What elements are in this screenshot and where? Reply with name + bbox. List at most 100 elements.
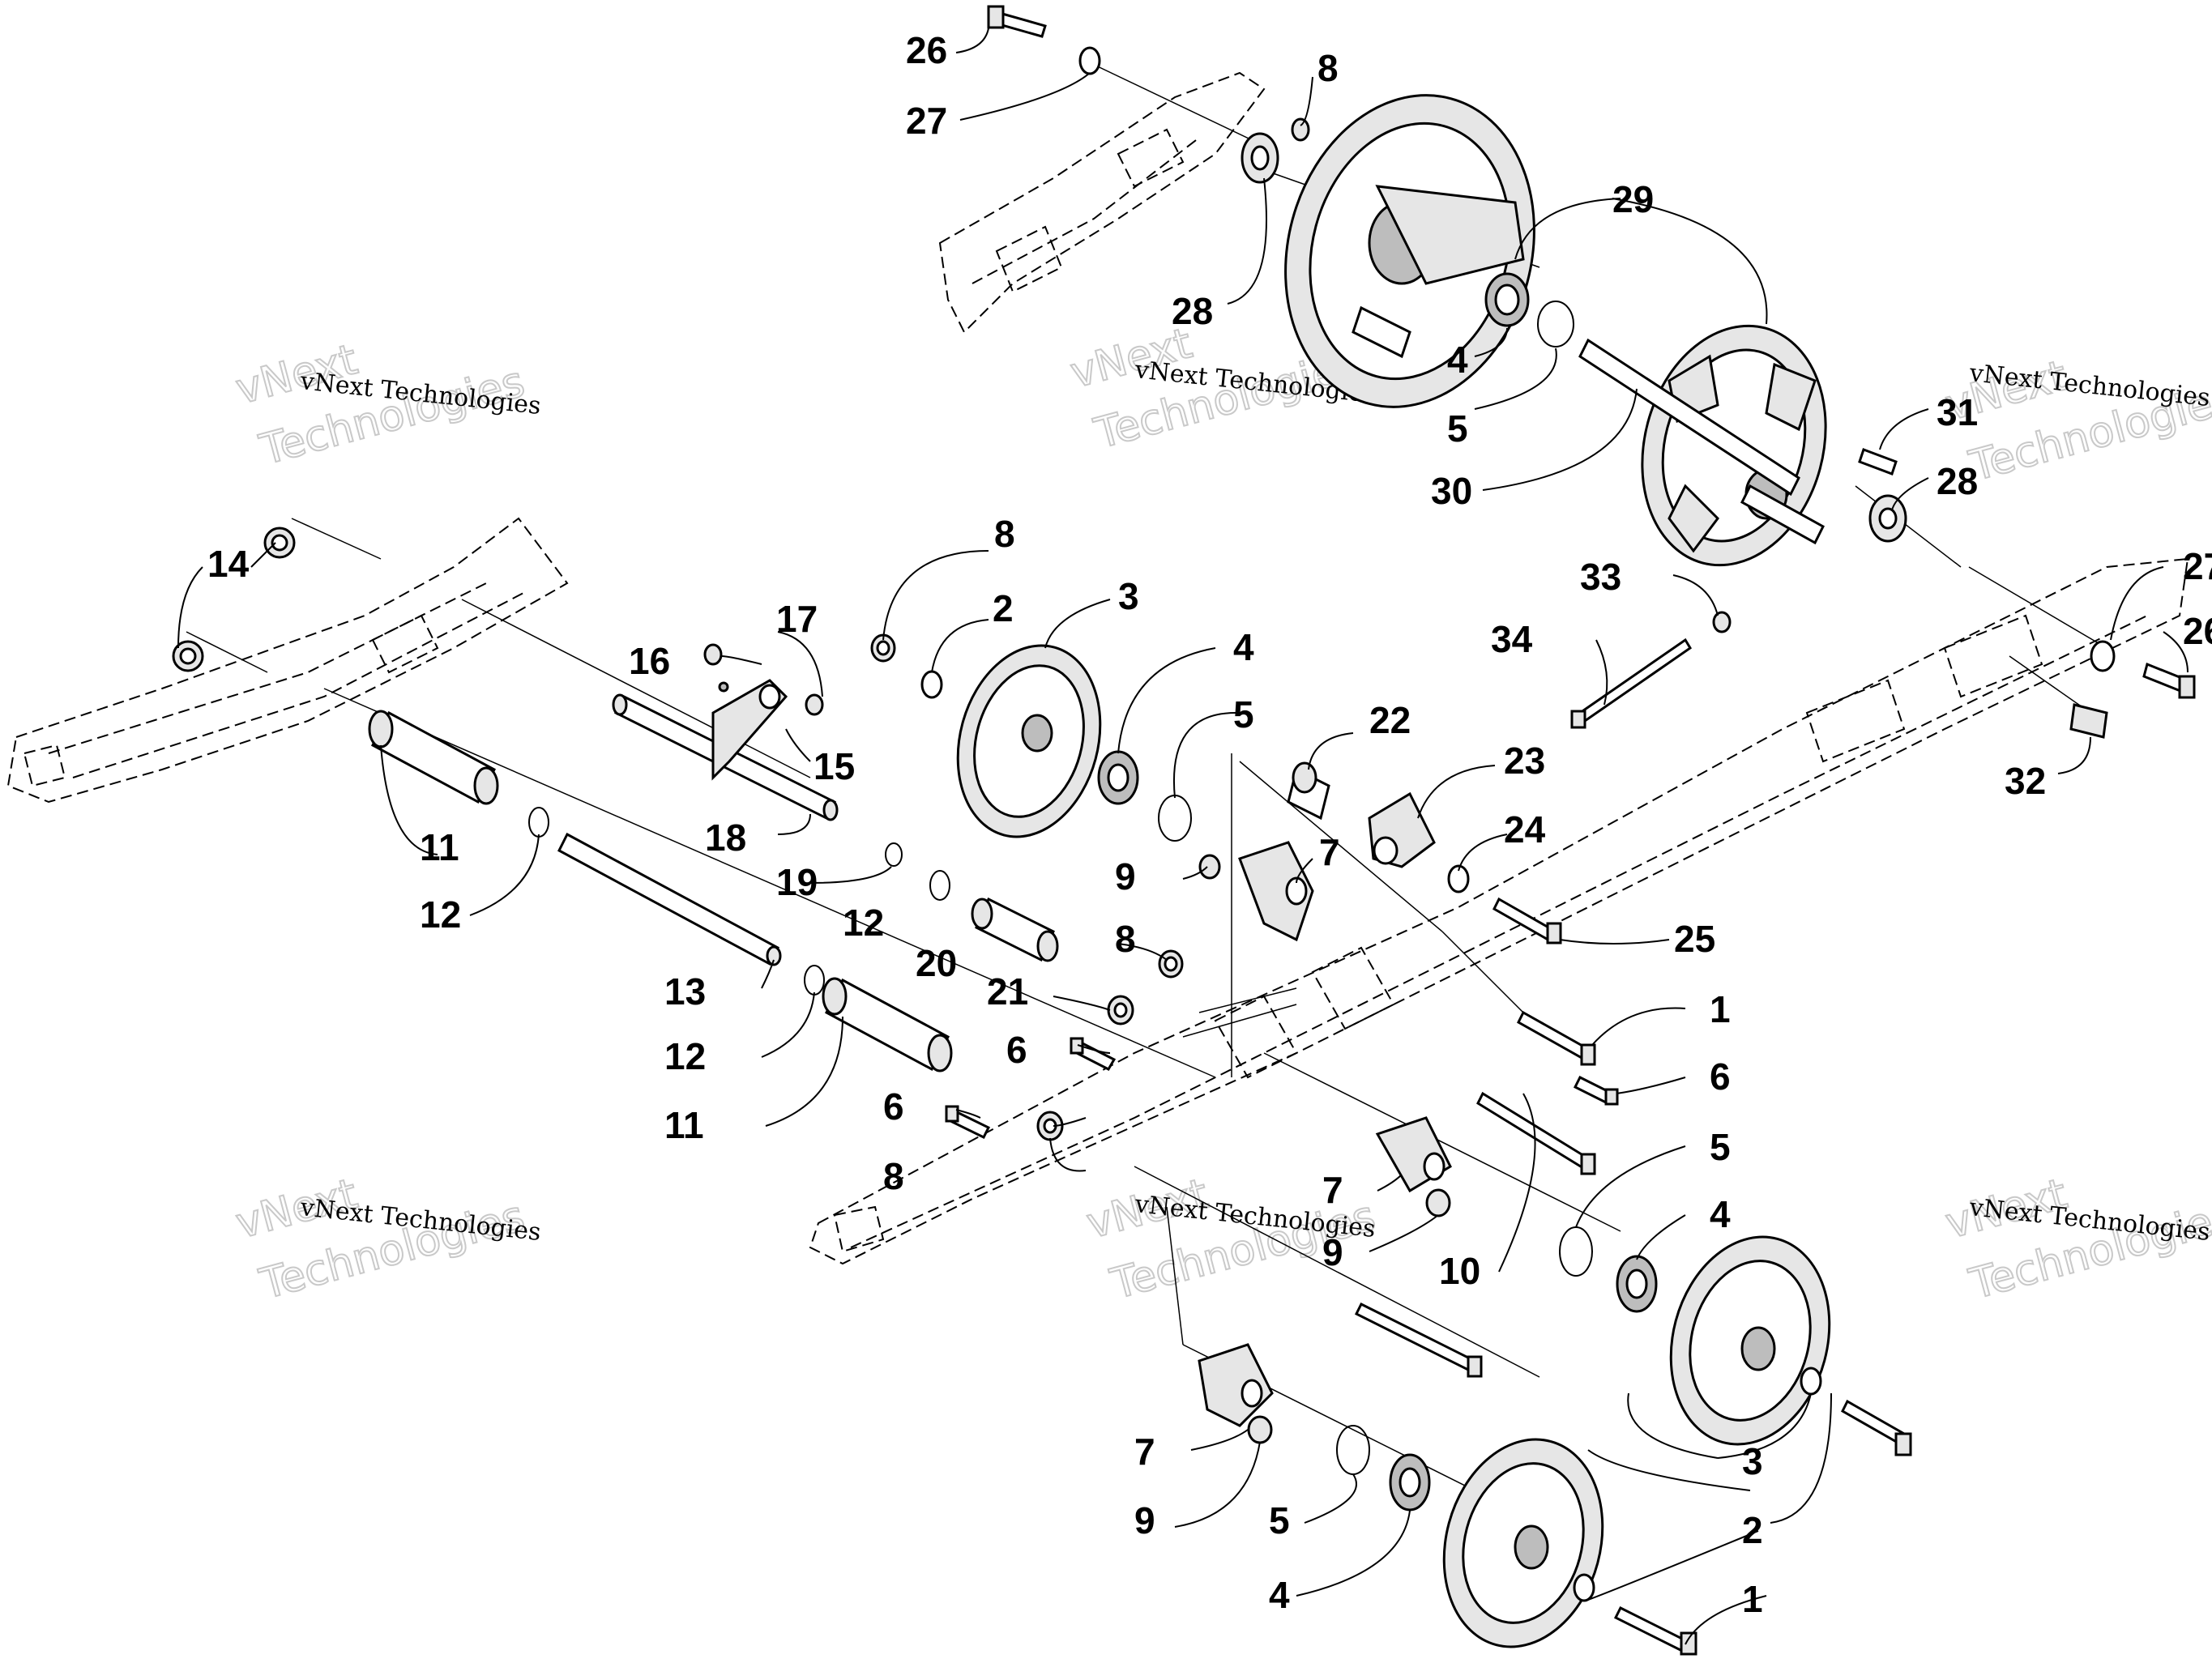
bearing-4-center	[1097, 750, 1139, 805]
snap-ring-5-right	[1559, 1226, 1593, 1277]
spacer-22	[1287, 761, 1330, 821]
callout-15: 15	[813, 745, 855, 787]
bracket-23	[1368, 791, 1436, 868]
callout-12: 12	[664, 1035, 706, 1077]
nut-32	[2069, 703, 2108, 739]
callout-12: 12	[420, 893, 461, 936]
callout-29: 29	[1612, 178, 1654, 220]
callout-3: 3	[1118, 575, 1139, 617]
callout-25: 25	[1674, 918, 1715, 960]
snap-ring-5-center	[1158, 795, 1192, 842]
washer-12-mid	[929, 870, 950, 901]
callout-26: 26	[906, 29, 947, 71]
nut-9-right	[1425, 1188, 1451, 1217]
washer-12-lower	[804, 965, 825, 996]
callout-4: 4	[1710, 1193, 1731, 1235]
callout-1: 1	[1710, 988, 1731, 1030]
washer-27-right	[2090, 640, 2116, 672]
bolt-1-right	[1841, 1399, 1912, 1456]
bracket-7-lower	[1198, 1343, 1274, 1427]
drive-shaft	[1578, 338, 1825, 545]
nut-21	[1107, 995, 1134, 1026]
callout-17: 17	[776, 598, 818, 640]
bolt-6-mid	[1070, 1037, 1117, 1071]
upper-rail	[938, 71, 1266, 334]
callout-5: 5	[1710, 1126, 1731, 1168]
callout-5: 5	[1233, 693, 1254, 736]
nut-8-center-lower	[1158, 949, 1184, 979]
callout-34: 34	[1491, 618, 1533, 660]
callout-8: 8	[1115, 918, 1136, 960]
callout-9: 9	[1134, 1499, 1155, 1541]
nut-17-top	[703, 643, 723, 666]
bolt-25	[1492, 897, 1562, 944]
callout-6: 6	[1710, 1055, 1731, 1098]
bolt-26-right	[2142, 662, 2196, 699]
housing-left-upper	[1241, 132, 1279, 184]
callout-8: 8	[883, 1155, 904, 1197]
callout-21: 21	[987, 970, 1028, 1013]
bearing-upper	[1484, 272, 1530, 327]
bolt-10-upper	[1476, 1091, 1596, 1175]
left-rail	[6, 517, 569, 804]
bearing-4-right	[1616, 1255, 1658, 1313]
callout-5: 5	[1269, 1499, 1290, 1541]
nut-14-top	[263, 527, 296, 559]
callout-23: 23	[1504, 740, 1545, 782]
nut-31	[1858, 448, 1898, 475]
nut-8-left	[1036, 1111, 1064, 1141]
callout-2: 2	[993, 587, 1014, 629]
callout-3: 3	[1742, 1440, 1763, 1482]
callout-9: 9	[1322, 1231, 1343, 1273]
callout-13: 13	[664, 970, 706, 1013]
leader-lines	[177, 28, 2189, 1645]
callout-16: 16	[629, 640, 670, 682]
callout-12: 12	[843, 902, 884, 944]
bolt-10-lower	[1354, 1302, 1483, 1378]
idler-wheel-3-center	[956, 644, 1102, 838]
snap-ring-upper	[1537, 301, 1574, 348]
nut-9-lower	[1247, 1415, 1273, 1444]
callout-8: 8	[1317, 47, 1339, 89]
callout-11: 11	[664, 1104, 704, 1146]
bolt-6-left	[945, 1105, 991, 1140]
spacer-11-lower	[822, 977, 953, 1072]
callout-4: 4	[1233, 626, 1254, 668]
cross-shaft-13	[557, 832, 782, 966]
callout-6: 6	[1006, 1029, 1027, 1071]
idler-wheel-3-lower	[1442, 1438, 1604, 1648]
callout-32: 32	[2005, 760, 2046, 802]
callout-8: 8	[994, 513, 1015, 555]
callout-11: 11	[420, 826, 459, 868]
callout-30: 30	[1431, 470, 1472, 512]
nut-14-bottom	[172, 640, 204, 672]
callout-5: 5	[1447, 407, 1468, 450]
snap-ring-5-lower	[1336, 1425, 1370, 1475]
callout-7: 7	[1134, 1431, 1155, 1473]
callout-1: 1	[1742, 1578, 1763, 1620]
callout-26: 26	[2183, 610, 2212, 652]
callout-6: 6	[883, 1085, 904, 1128]
callout-20: 20	[916, 942, 957, 984]
nut-8-center	[870, 633, 896, 663]
bolt-34	[1570, 637, 1693, 729]
callout-28: 28	[1937, 460, 1978, 502]
callout-4: 4	[1447, 339, 1468, 381]
bearing-4-lower	[1389, 1453, 1431, 1512]
bracket-7-center	[1238, 841, 1314, 942]
washer-2-center	[920, 670, 943, 699]
washer-27-top	[1078, 46, 1101, 75]
bolt-6-right	[1573, 1075, 1619, 1106]
spacer-11-upper	[368, 710, 499, 805]
callout-27: 27	[2183, 545, 2212, 587]
callout-22: 22	[1369, 699, 1411, 741]
nut-8-top	[1291, 117, 1310, 142]
callout-7: 7	[1322, 1169, 1343, 1211]
washer-24	[1447, 864, 1470, 893]
right-rail	[809, 557, 2189, 1265]
washer-19	[885, 842, 903, 867]
callout-2: 2	[1742, 1509, 1763, 1551]
bolt-26	[987, 5, 1047, 38]
callout-7: 7	[1319, 831, 1340, 873]
